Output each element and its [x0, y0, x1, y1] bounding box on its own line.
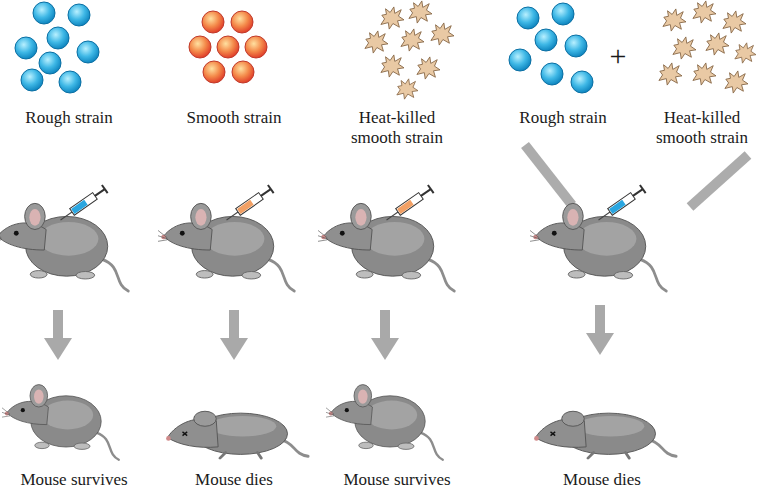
strain-label: Heat-killed smooth strain: [338, 108, 456, 149]
strain-label: Rough strain: [498, 108, 628, 128]
strain-label: Rough strain: [4, 108, 134, 128]
outcome-label: Mouse dies: [537, 470, 667, 490]
strain-label: Smooth strain: [169, 108, 299, 128]
syringes: [58, 185, 646, 224]
rough-bacteria: [15, 2, 99, 93]
converging-bars: [525, 145, 748, 207]
outcome-label: Mouse survives: [327, 470, 467, 490]
plus-sign: +: [603, 38, 633, 74]
smooth-bacteria: [189, 11, 267, 83]
outcome-mice: [0, 385, 676, 460]
rough-bacteria: [509, 3, 593, 93]
heat-killed-bacteria: [659, 1, 756, 93]
down-arrows: [44, 305, 614, 360]
strain-label: Heat-killed smooth strain: [643, 108, 761, 149]
outcome-label: Mouse survives: [4, 470, 144, 490]
heat-killed-bacteria: [365, 1, 454, 99]
outcome-label: Mouse dies: [169, 470, 299, 490]
injected-mice: [0, 203, 666, 291]
